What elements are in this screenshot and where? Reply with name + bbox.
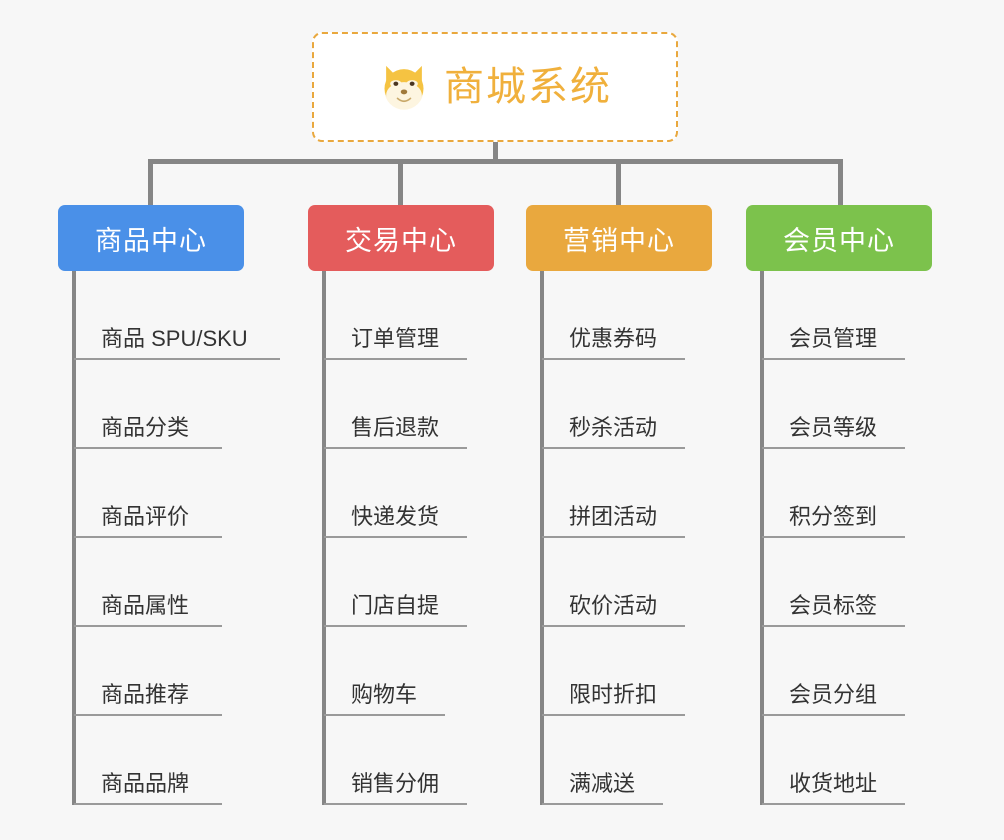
leaf-label: 售后退款 <box>351 414 440 440</box>
branch-trunk-1 <box>72 271 76 805</box>
leaf-item[interactable]: 商品属性 <box>58 538 244 627</box>
leaf-underline <box>542 714 685 716</box>
leaf-item[interactable]: 满减送 <box>526 716 712 805</box>
connector-bus <box>148 159 843 164</box>
leaf-item[interactable]: 会员标签 <box>746 538 932 627</box>
leaf-underline <box>74 447 222 449</box>
leaf-item[interactable]: 收货地址 <box>746 716 932 805</box>
branch-column-2: 交易中心订单管理售后退款快递发货门店自提购物车销售分佣 <box>308 205 494 805</box>
leaf-underline <box>74 803 222 805</box>
leaf-list-4: 会员管理会员等级积分签到会员标签会员分组收货地址 <box>746 271 932 805</box>
leaf-item[interactable]: 订单管理 <box>308 271 494 360</box>
leaf-item[interactable]: 购物车 <box>308 627 494 716</box>
leaf-label: 订单管理 <box>351 325 440 351</box>
branch-column-3: 营销中心优惠券码秒杀活动拼团活动砍价活动限时折扣满减送 <box>526 205 712 805</box>
connector-root-stem <box>493 142 498 164</box>
leaf-label: 快递发货 <box>351 503 440 529</box>
leaf-item[interactable]: 拼团活动 <box>526 449 712 538</box>
leaf-item[interactable]: 售后退款 <box>308 360 494 449</box>
root-node[interactable]: 商城系统 <box>312 32 678 142</box>
branch-header-2[interactable]: 交易中心 <box>308 205 494 271</box>
leaf-item[interactable]: 门店自提 <box>308 538 494 627</box>
leaf-underline <box>74 358 280 360</box>
leaf-underline <box>542 447 685 449</box>
branch-column-4: 会员中心会员管理会员等级积分签到会员标签会员分组收货地址 <box>746 205 932 805</box>
leaf-item[interactable]: 商品分类 <box>58 360 244 449</box>
leaf-underline <box>74 625 222 627</box>
leaf-label: 优惠券码 <box>569 325 658 351</box>
leaf-underline <box>762 803 905 805</box>
leaf-label: 商品 SPU/SKU <box>101 325 248 351</box>
leaf-underline <box>324 803 467 805</box>
leaf-item[interactable]: 积分签到 <box>746 449 932 538</box>
leaf-item[interactable]: 会员管理 <box>746 271 932 360</box>
leaf-label: 积分签到 <box>789 503 878 529</box>
leaf-underline <box>542 358 685 360</box>
leaf-underline <box>324 447 467 449</box>
leaf-label: 会员等级 <box>789 414 878 440</box>
shiba-dog-face-icon <box>378 61 430 113</box>
leaf-underline <box>324 625 467 627</box>
leaf-underline <box>762 358 905 360</box>
leaf-item[interactable]: 商品评价 <box>58 449 244 538</box>
leaf-label: 会员管理 <box>789 325 878 351</box>
leaf-label: 商品分类 <box>101 414 190 440</box>
leaf-item[interactable]: 会员等级 <box>746 360 932 449</box>
connector-drop-2 <box>398 159 403 205</box>
leaf-underline <box>762 447 905 449</box>
leaf-item[interactable]: 优惠券码 <box>526 271 712 360</box>
leaf-item[interactable]: 销售分佣 <box>308 716 494 805</box>
leaf-label: 商品属性 <box>101 592 190 618</box>
leaf-label: 会员分组 <box>789 681 878 707</box>
branch-trunk-2 <box>322 271 326 805</box>
leaf-label: 销售分佣 <box>351 770 440 796</box>
leaf-label: 收货地址 <box>789 770 878 796</box>
leaf-label: 商品推荐 <box>101 681 190 707</box>
branch-column-1: 商品中心商品 SPU/SKU 商品分类商品评价商品属性商品推荐商品品牌 <box>58 205 280 805</box>
leaf-list-3: 优惠券码秒杀活动拼团活动砍价活动限时折扣满减送 <box>526 271 712 805</box>
leaf-label: 商品评价 <box>101 503 190 529</box>
leaf-underline <box>762 625 905 627</box>
branch-header-4[interactable]: 会员中心 <box>746 205 932 271</box>
leaf-item[interactable]: 会员分组 <box>746 627 932 716</box>
leaf-item[interactable]: 秒杀活动 <box>526 360 712 449</box>
leaf-label: 购物车 <box>351 681 418 707</box>
branch-header-3[interactable]: 营销中心 <box>526 205 712 271</box>
leaf-underline <box>542 536 685 538</box>
leaf-item[interactable]: 商品 SPU/SKU <box>58 271 280 360</box>
branch-trunk-4 <box>760 271 764 805</box>
leaf-label: 限时折扣 <box>569 681 658 707</box>
leaf-label: 会员标签 <box>789 592 878 618</box>
leaf-underline <box>762 536 905 538</box>
leaf-item[interactable]: 限时折扣 <box>526 627 712 716</box>
leaf-item[interactable]: 商品品牌 <box>58 716 244 805</box>
leaf-list-2: 订单管理售后退款快递发货门店自提购物车销售分佣 <box>308 271 494 805</box>
leaf-item[interactable]: 砍价活动 <box>526 538 712 627</box>
leaf-label: 满减送 <box>569 770 636 796</box>
leaf-label: 门店自提 <box>351 592 440 618</box>
leaf-underline <box>762 714 905 716</box>
leaf-underline <box>74 714 222 716</box>
leaf-label: 商品品牌 <box>101 770 190 796</box>
leaf-underline <box>324 714 445 716</box>
leaf-underline <box>542 803 663 805</box>
connector-drop-4 <box>838 159 843 205</box>
leaf-underline <box>324 536 467 538</box>
branch-header-1[interactable]: 商品中心 <box>58 205 244 271</box>
leaf-underline <box>74 536 222 538</box>
leaf-item[interactable]: 商品推荐 <box>58 627 244 716</box>
leaf-label: 秒杀活动 <box>569 414 658 440</box>
leaf-underline <box>324 358 467 360</box>
leaf-item[interactable]: 快递发货 <box>308 449 494 538</box>
leaf-underline <box>542 625 685 627</box>
leaf-label: 砍价活动 <box>569 592 658 618</box>
leaf-label: 拼团活动 <box>569 503 658 529</box>
branch-trunk-3 <box>540 271 544 805</box>
leaf-list-1: 商品 SPU/SKU 商品分类商品评价商品属性商品推荐商品品牌 <box>58 271 280 805</box>
root-label: 商城系统 <box>444 65 612 109</box>
connector-drop-1 <box>148 159 153 205</box>
connector-drop-3 <box>616 159 621 205</box>
